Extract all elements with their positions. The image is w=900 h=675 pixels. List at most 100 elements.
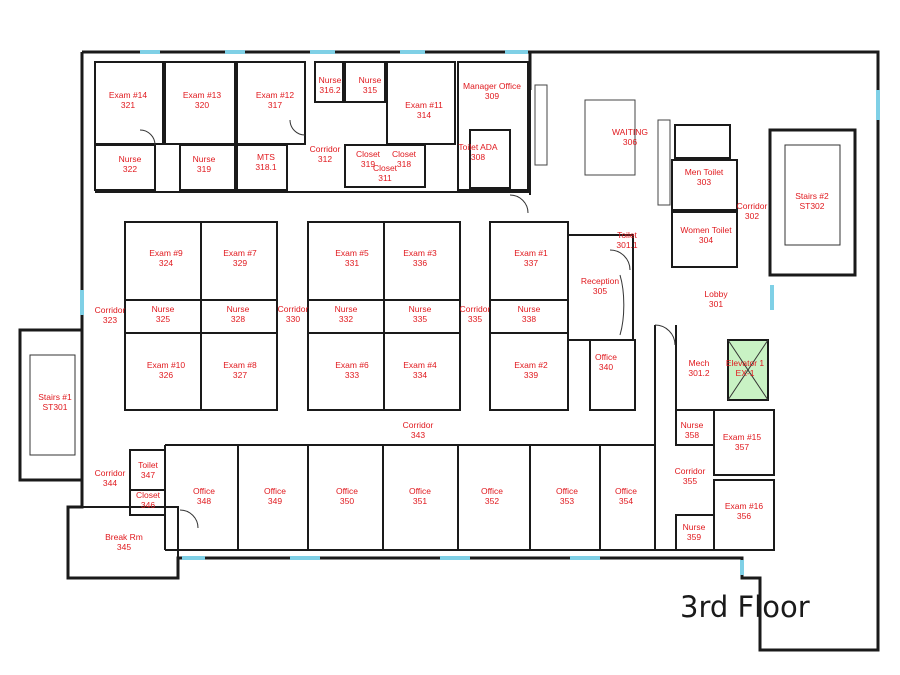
room-number: 308 (471, 152, 485, 162)
room-name: Exam #9 (149, 248, 183, 258)
room-number: 353 (560, 496, 574, 506)
room-number: 303 (697, 177, 711, 187)
room-number: 301.2 (688, 368, 710, 378)
room-name: WAITING (612, 127, 648, 137)
room-number: 347 (141, 470, 155, 480)
room-number: 336 (413, 258, 427, 268)
room-name: Exam #7 (223, 248, 257, 258)
room-name: Lobby (704, 289, 728, 299)
room-name: Corridor (737, 201, 768, 211)
room-number: 348 (197, 496, 211, 506)
door-swings (139, 119, 676, 529)
room-number: 346 (141, 500, 155, 510)
room-name: Toilet (138, 460, 158, 470)
room-name: Exam #5 (335, 248, 369, 258)
room-name: Exam #14 (109, 90, 148, 100)
room-name: Exam #13 (183, 90, 222, 100)
room-number: 335 (413, 314, 427, 324)
room-number: 350 (340, 496, 354, 506)
exam-blocks (124, 221, 636, 411)
room-name: Corridor (278, 304, 309, 314)
room-number: 324 (159, 258, 173, 268)
room-name: Exam #2 (514, 360, 548, 370)
room-number: 309 (485, 91, 499, 101)
room-name: Closet (373, 163, 398, 173)
room-number: 332 (339, 314, 353, 324)
floor-title: 3rd Floor (680, 590, 810, 624)
room-number: 326 (159, 370, 173, 380)
room-name: Nurse (409, 304, 432, 314)
room-name: Office (595, 352, 617, 362)
room-name: Stairs #1 (38, 392, 72, 402)
room-name: Corridor (95, 305, 126, 315)
room-number: 301 (709, 299, 723, 309)
room-number: 327 (233, 370, 247, 380)
room-name: Office (264, 486, 286, 496)
room-number: 318.1 (255, 162, 277, 172)
room-number: 339 (524, 370, 538, 380)
room-number: 328 (231, 314, 245, 324)
waiting-furniture (534, 84, 671, 206)
room-number: 314 (417, 110, 431, 120)
room-name: Exam #8 (223, 360, 257, 370)
room-number: 340 (599, 362, 613, 372)
room-number: 354 (619, 496, 633, 506)
room-number: 317 (268, 100, 282, 110)
room-name: Corridor (310, 144, 341, 154)
room-number: 329 (233, 258, 247, 268)
room-name: Nurse (152, 304, 175, 314)
room-number: 319 (361, 159, 375, 169)
room-name: Exam #12 (256, 90, 295, 100)
room-number: 334 (413, 370, 427, 380)
room-name: Closet (356, 149, 381, 159)
room-name: Nurse (683, 522, 706, 532)
toilet-rooms (671, 124, 738, 268)
room-name: Break Rm (105, 532, 143, 542)
room-name: Nurse (335, 304, 358, 314)
room-number: 318 (397, 159, 411, 169)
room-number: 357 (735, 442, 749, 452)
room-number: 325 (156, 314, 170, 324)
room-name: Exam #15 (723, 432, 762, 442)
room-name: Nurse (119, 154, 142, 164)
room-number: 337 (524, 258, 538, 268)
room-number: 333 (345, 370, 359, 380)
room-number: 321 (121, 100, 135, 110)
room-name: Office (409, 486, 431, 496)
room-name: Corridor (460, 304, 491, 314)
room-name: Men Toilet (685, 167, 724, 177)
room-number: 316.2 (319, 85, 341, 95)
room-name: Exam #1 (514, 248, 548, 258)
